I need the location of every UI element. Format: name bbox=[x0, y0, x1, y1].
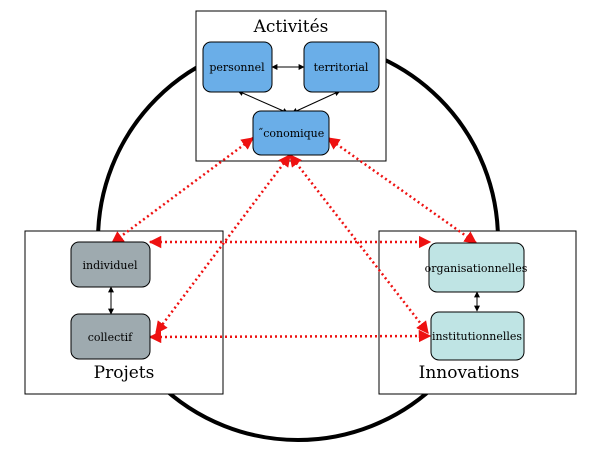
panel-title-innovations: Innovations bbox=[419, 363, 520, 383]
node-label-organisationnelles: organisationnelles bbox=[425, 262, 528, 275]
panel-title-projets: Projets bbox=[94, 363, 155, 383]
panel-title-activites: Activités bbox=[253, 17, 329, 37]
node-label-collectif: collectif bbox=[88, 331, 133, 344]
node-organisationnelles[interactable]: organisationnelles bbox=[425, 242, 528, 293]
node-label-personnel: personnel bbox=[209, 61, 265, 74]
link-territorial-economique bbox=[291, 90, 341, 114]
node-individuel[interactable]: individuel bbox=[70, 241, 151, 288]
link-personnel-economique bbox=[237, 90, 289, 114]
node-label-territorial: territorial bbox=[314, 61, 369, 74]
node-territorial[interactable]: territorial bbox=[303, 41, 380, 93]
link-economique-individuel bbox=[110, 136, 255, 245]
node-institutionnelles[interactable]: institutionnelles bbox=[430, 311, 525, 361]
node-label-institutionnelles: institutionnelles bbox=[432, 330, 522, 343]
node-label-individuel: individuel bbox=[82, 259, 138, 272]
node-collectif[interactable]: collectif bbox=[70, 313, 151, 360]
solid-links bbox=[108, 64, 480, 315]
link-collectif-institutionnelles bbox=[148, 329, 432, 344]
node-economique[interactable]: ˝conomique bbox=[252, 110, 330, 156]
node-label-economique: ˝conomique bbox=[258, 127, 325, 140]
node-personnel[interactable]: personnel bbox=[202, 41, 273, 93]
dotted-links bbox=[110, 136, 478, 344]
